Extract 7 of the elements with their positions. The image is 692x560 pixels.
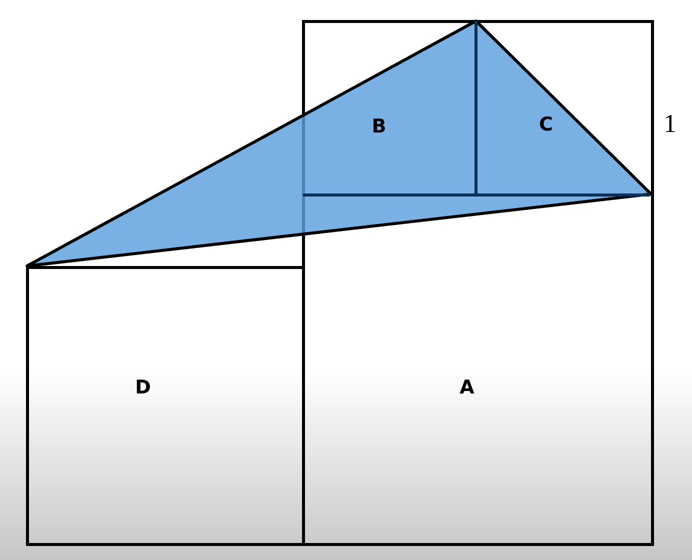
- region-label: C: [539, 116, 553, 134]
- square-label: A: [460, 378, 474, 398]
- square-box: [302, 20, 654, 546]
- region-label: B: [372, 118, 386, 136]
- square-label: D: [135, 378, 151, 398]
- side-length-label: 1: [664, 111, 676, 137]
- square-box: [26, 266, 305, 546]
